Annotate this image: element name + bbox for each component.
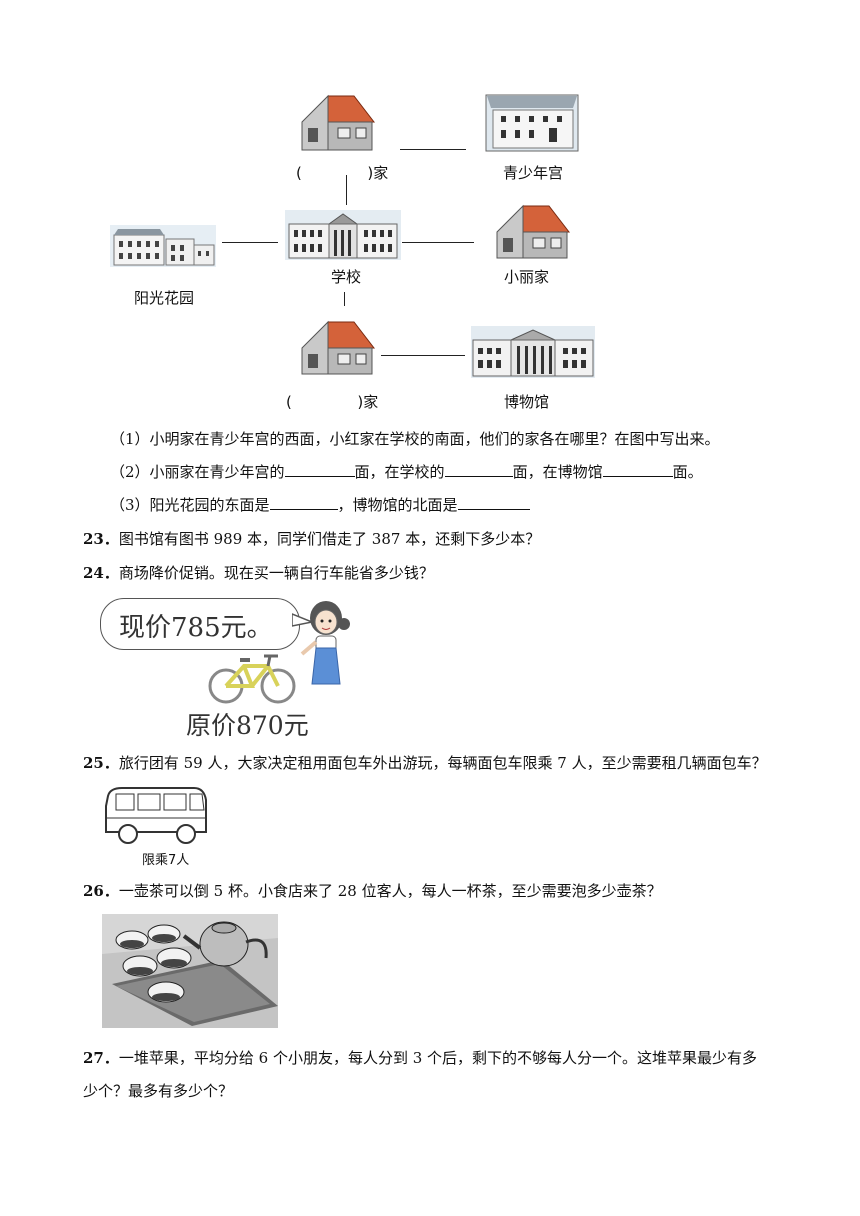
question-23-number: 23． <box>83 530 119 548</box>
q22-part3: （3）阳光花园的东面是 ，博物馆的北面是 <box>110 494 530 516</box>
q22-blank-3[interactable] <box>602 462 673 477</box>
q22-part2-text-a: （2）小丽家在青少年宫的 <box>110 463 285 481</box>
home-top-paren-open: ( <box>296 164 302 182</box>
bubble-tail-icon <box>292 613 314 627</box>
question-25-text: 旅行团有 59 人，大家决定租用面包车外出游玩，每辆面包车限乘 7 人，至少需要… <box>118 754 767 772</box>
house-xiaoli-icon <box>496 204 571 259</box>
q22-part2: （2）小丽家在青少年宫的 面，在学校的 面，在博物馆 面。 <box>110 461 703 483</box>
connector-line <box>346 175 347 205</box>
question-26-text: 一壶茶可以倒 5 杯。小食店来了 28 位客人，每人一杯茶，至少需要泡多少壶茶？ <box>118 882 662 900</box>
q22-part2-text-c: 面，在博物馆 <box>512 463 603 481</box>
q22-blank-4[interactable] <box>269 495 338 510</box>
current-price-text: 现价785元。 <box>119 613 273 643</box>
school-label: 学校 <box>331 268 362 286</box>
home-bottom-paren-open: ( <box>286 393 292 411</box>
house-top-icon <box>301 94 376 151</box>
question-26-number: 26． <box>83 882 119 900</box>
school-icon <box>285 210 401 260</box>
original-price-text: 原价870元 <box>186 711 309 740</box>
q22-blank-1[interactable] <box>284 462 355 477</box>
sunshine-garden-label: 阳光花园 <box>134 289 195 307</box>
connector-line <box>222 242 278 243</box>
q22-part1: （1）小明家在青少年宫的西面，小红家在学校的南面，他们的家各在哪里？在图中写出来… <box>110 430 720 448</box>
xiaoli-home-label: 小丽家 <box>504 268 550 286</box>
museum-icon <box>471 326 595 378</box>
speech-bubble: 现价785元。 <box>100 598 300 650</box>
question-26: 26．一壶茶可以倒 5 杯。小食店来了 28 位客人，每人一杯茶，至少需要泡多少… <box>83 880 662 902</box>
question-23-text: 图书馆有图书 989 本，同学们借走了 387 本，还剩下多少本？ <box>118 530 541 548</box>
home-top-paren-close: ) <box>367 164 374 182</box>
home-bottom-paren-close: ) <box>357 393 364 411</box>
van-caption: 限乘7人 <box>142 853 190 868</box>
sunshine-garden-icon <box>110 225 216 267</box>
question-25: 25．旅行团有 59 人，大家决定租用面包车外出游玩，每辆面包车限乘 7 人，至… <box>83 752 767 774</box>
youth-palace-label: 青少年宫 <box>503 164 564 182</box>
question-27-number: 27． <box>83 1049 119 1067</box>
museum-label: 博物馆 <box>504 393 550 411</box>
home-bottom-label: 家 <box>363 393 379 411</box>
question-24-text: 商场降价促销。现在买一辆自行车能省多少钱？ <box>118 564 434 582</box>
q22-part2-text-d: 面。 <box>672 463 703 481</box>
q22-part3-text-b: ，博物馆的北面是 <box>337 496 458 514</box>
bicycle-icon <box>208 654 296 704</box>
q22-blank-5[interactable] <box>457 495 530 510</box>
connector-line <box>344 292 345 306</box>
home-top-label: 家 <box>373 164 389 182</box>
q22-part2-text-b: 面，在学校的 <box>354 463 445 481</box>
girl-icon <box>300 601 350 685</box>
van-icon <box>105 787 207 844</box>
question-27-text-line1: 一堆苹果，平均分给 6 个小朋友，每人分到 3 个后，剩下的不够每人分一个。这堆… <box>118 1049 758 1067</box>
question-27-line1: 27．一堆苹果，平均分给 6 个小朋友，每人分到 3 个后，剩下的不够每人分一个… <box>83 1047 757 1069</box>
question-27-line2: 少个？最多有多少个？ <box>83 1082 234 1100</box>
question-24-number: 24． <box>83 564 119 582</box>
connector-line <box>402 242 474 243</box>
connector-line <box>400 149 466 150</box>
question-24: 24．商场降价促销。现在买一辆自行车能省多少钱？ <box>83 562 434 584</box>
tea-set-photo <box>102 914 278 1028</box>
house-bottom-icon <box>301 320 376 375</box>
q22-blank-2[interactable] <box>444 462 513 477</box>
youth-palace-icon <box>485 94 579 152</box>
question-23: 23．图书馆有图书 989 本，同学们借走了 387 本，还剩下多少本？ <box>83 528 540 550</box>
question-25-number: 25． <box>83 754 119 772</box>
connector-line <box>381 355 465 356</box>
q22-part3-text-a: （3）阳光花园的东面是 <box>110 496 270 514</box>
